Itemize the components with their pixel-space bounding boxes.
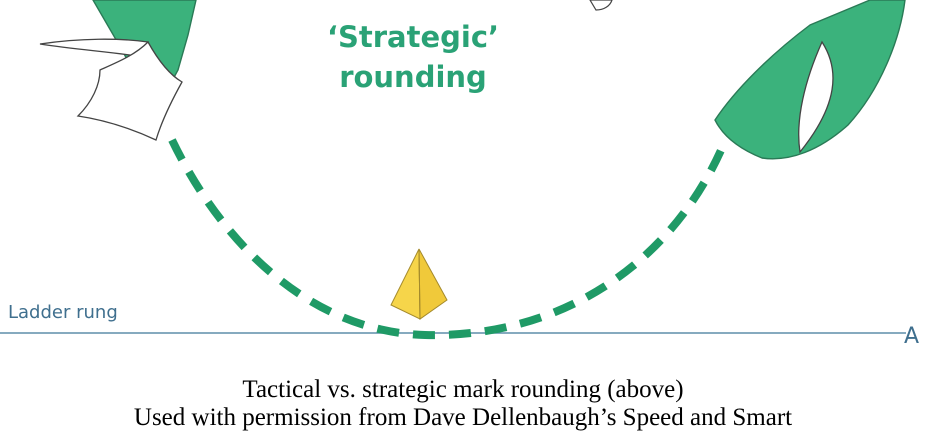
- left-boat: [39, 0, 197, 141]
- ladder-rung-label: Ladder rung: [8, 302, 118, 323]
- right-boat: [714, 0, 906, 160]
- right-boat-sail: [798, 40, 834, 154]
- rounding-diagram: Ladder rung A ‘Strategic’ rounding: [0, 0, 919, 349]
- rounding-path: [168, 138, 726, 340]
- top-boat-fragment: [589, 0, 613, 11]
- mark-buoy: [390, 248, 448, 320]
- strategic-rounding-label-line1: ‘Strategic’: [327, 20, 499, 54]
- ladder-end-label: A: [904, 324, 919, 349]
- left-boat-headsail: [76, 40, 183, 141]
- caption-line-1: Tactical vs. strategic mark rounding (ab…: [242, 376, 684, 403]
- caption-line-2: Used with permission from Dave Dellenbau…: [133, 404, 793, 431]
- strategic-rounding-label-line2: rounding: [339, 60, 487, 94]
